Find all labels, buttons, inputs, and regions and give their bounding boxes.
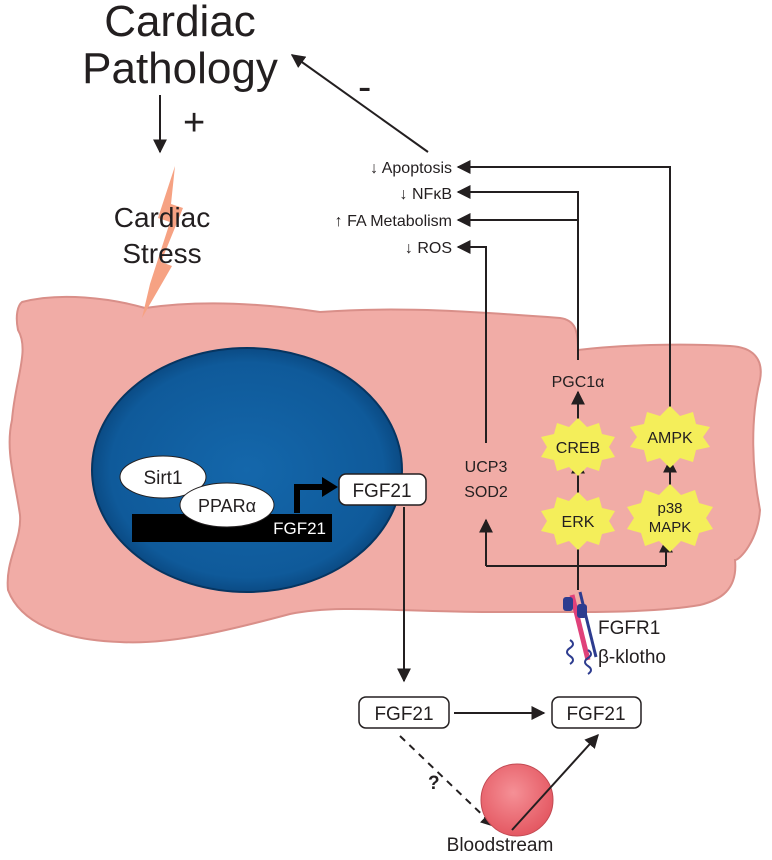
fgfr1-receptor-icon — [563, 591, 598, 675]
sirt1-node — [119, 455, 207, 499]
arrow-apoptosis-to-pathology — [290, 54, 429, 153]
fgf21-out-box — [358, 696, 450, 729]
bloodstream-label: Bloodstream — [447, 835, 554, 855]
sod2-label: SOD2 — [464, 484, 508, 501]
creb-starburst — [541, 418, 615, 476]
stress-line1: Cardiac — [114, 202, 210, 233]
fgf21-cell-label: FGF21 — [352, 481, 411, 502]
ampk-starburst — [630, 406, 710, 468]
effect-fa-metabolism: ↑ FA Metabolism — [335, 213, 452, 230]
minus-sign: - — [358, 65, 371, 109]
arrow-bloodstream-to-target — [511, 733, 599, 831]
effect-apoptosis: ↓ Apoptosis — [370, 160, 452, 177]
fgf21-target-box — [551, 696, 642, 729]
gene-label: FGF21 — [273, 519, 326, 538]
erk-label: ERK — [562, 514, 595, 531]
stress-line2: Stress — [122, 238, 201, 269]
plus-sign: + — [183, 102, 205, 144]
effect-ros: ↓ ROS — [405, 240, 452, 257]
ucp3-label: UCP3 — [465, 459, 508, 476]
question-mark: ? — [428, 773, 440, 794]
fgf21-out-label: FGF21 — [374, 704, 433, 725]
transcription-arrow — [294, 484, 326, 513]
pgc1a-label: PGC1α — [552, 374, 605, 391]
fgf21-target-label: FGF21 — [566, 704, 625, 725]
p38-label-line1: p38 — [657, 500, 682, 517]
lightning-bolt-icon — [142, 166, 183, 318]
p38-label-line2: MAPK — [649, 519, 692, 536]
title-line1: Cardiac — [104, 0, 256, 46]
effect-nfkb: ↓ NFκB — [400, 186, 452, 203]
sirt1-label: Sirt1 — [143, 468, 182, 489]
transcription-arrowhead — [322, 477, 338, 497]
receptor-line1: FGFR1 — [598, 618, 660, 639]
bloodstream-circle — [480, 763, 554, 837]
receptor-line2: β-klotho — [598, 647, 666, 668]
dashed-arrow-to-bloodstream — [399, 735, 496, 827]
title-line2: Pathology — [82, 44, 278, 93]
ppar-node — [179, 482, 275, 528]
erk-starburst — [541, 492, 615, 550]
p38-starburst — [627, 484, 713, 552]
fgf21-cell-box — [338, 473, 427, 506]
creb-label: CREB — [556, 440, 600, 457]
ampk-label: AMPK — [647, 430, 693, 447]
ppar-label: PPARα — [198, 496, 256, 516]
